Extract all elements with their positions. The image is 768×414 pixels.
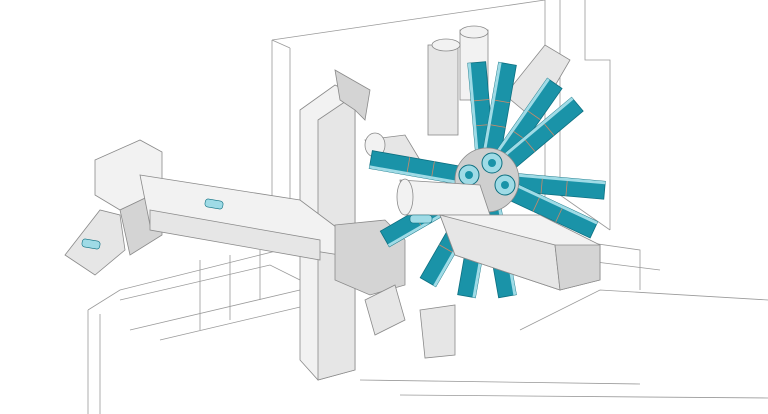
- turret-blade: [513, 173, 606, 200]
- spindle-housing: [396, 178, 601, 291]
- turret-blade: [368, 150, 462, 185]
- pin-icon: [81, 198, 224, 250]
- turret-blade: [508, 183, 599, 239]
